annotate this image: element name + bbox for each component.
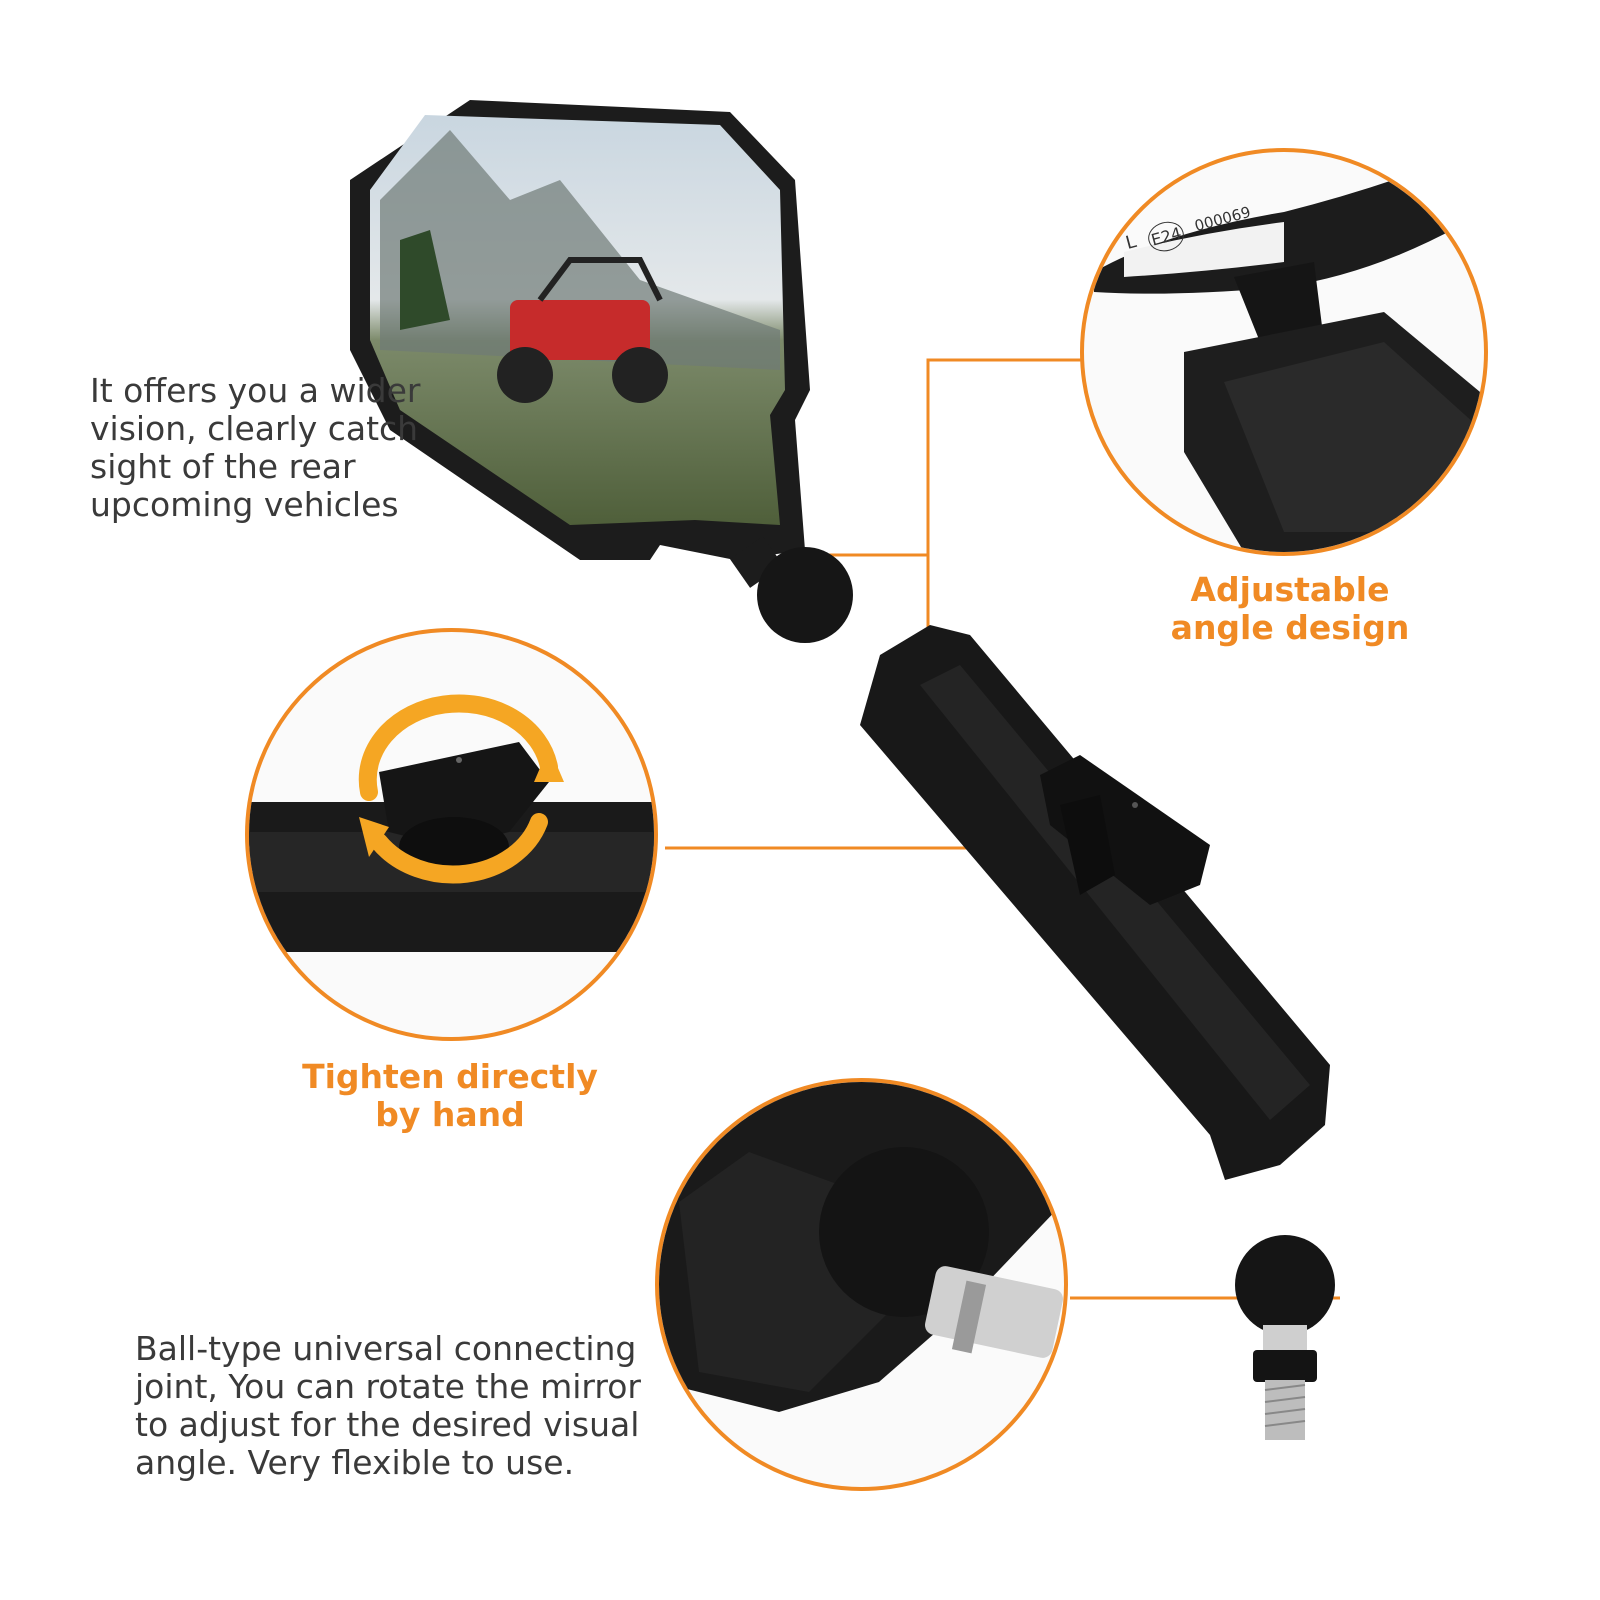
callout-tighten-by-hand: Tighten directly by hand — [302, 1057, 598, 1134]
connector-line-angle — [820, 358, 1100, 557]
ball-joint-description: Ball-type universal connecting joint, Yo… — [135, 1329, 641, 1482]
tighten-detail-circle — [245, 628, 658, 1041]
angle-detail-circle: L E24 000069 — [1080, 148, 1488, 556]
mirror-description: It offers you a wider vision, clearly ca… — [90, 371, 421, 524]
mirror-ball-joint — [757, 547, 853, 643]
ball-joint-detail-circle — [655, 1078, 1068, 1491]
mount-bracket-image — [860, 625, 1330, 1180]
utv-vehicle — [497, 257, 668, 403]
mirror-image — [350, 100, 853, 643]
ball-stud-image — [1235, 1235, 1335, 1440]
callout-adjustable-angle: Adjustable angle design — [1170, 570, 1410, 647]
